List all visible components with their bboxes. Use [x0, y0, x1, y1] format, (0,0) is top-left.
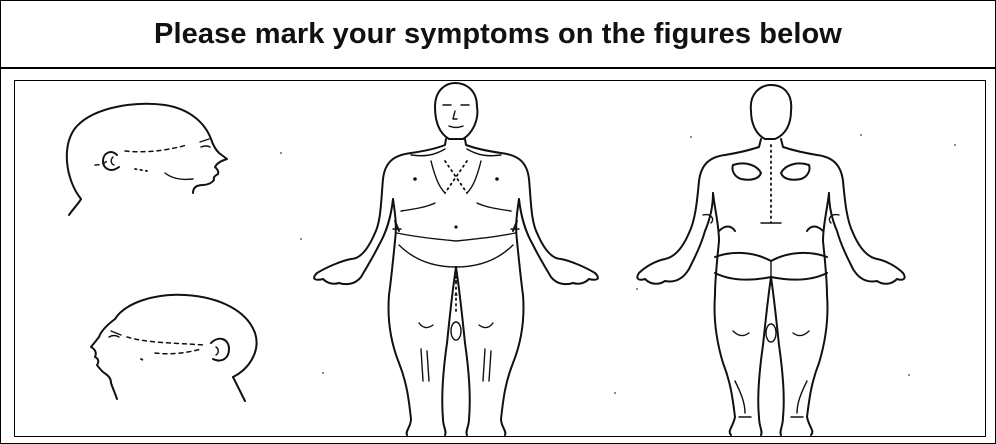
body-back[interactable] [637, 85, 904, 435]
form-title: Please mark your symptoms on the figures… [1, 1, 995, 69]
scan-speckles [280, 134, 956, 394]
body-front[interactable] [314, 83, 598, 435]
head-right-profile[interactable] [67, 104, 227, 215]
body-diagram-panel[interactable] [14, 80, 986, 437]
head-left-profile[interactable] [91, 295, 257, 401]
body-diagram[interactable] [15, 81, 985, 436]
